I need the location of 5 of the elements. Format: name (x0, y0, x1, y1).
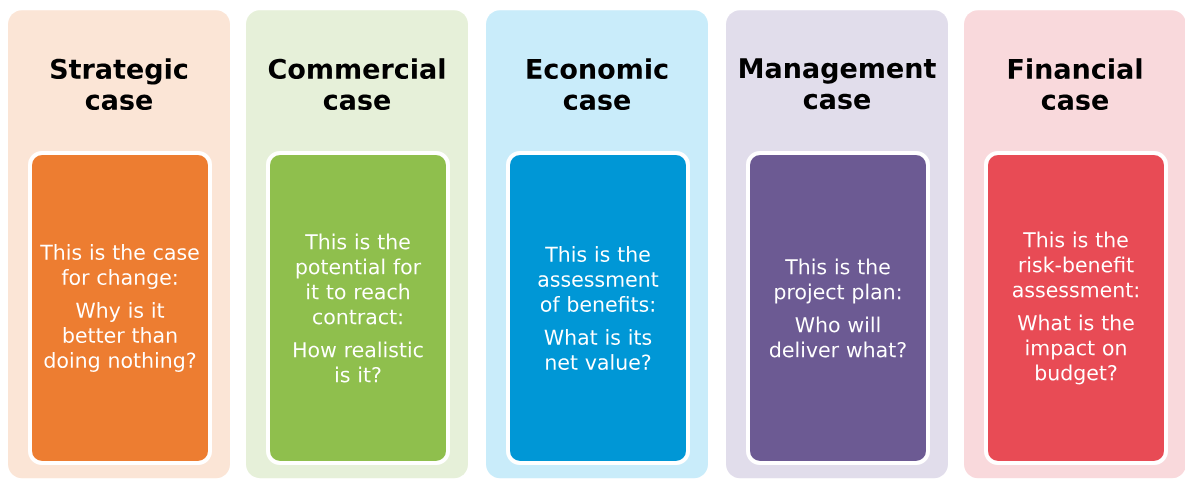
text-card: This is the risk-benefit assessment: What is the impact on budget? (984, 151, 1168, 465)
text-card: This is the case for change: Why is it better than doing nothing? (28, 151, 212, 465)
text-card: This is the project plan: Who will deliver what? (746, 151, 930, 465)
text-card: This is the potential for it to reach contract: How realistic is it? (266, 151, 450, 465)
text-card: This is the assessment of benefits: What is its net value? (506, 151, 690, 465)
